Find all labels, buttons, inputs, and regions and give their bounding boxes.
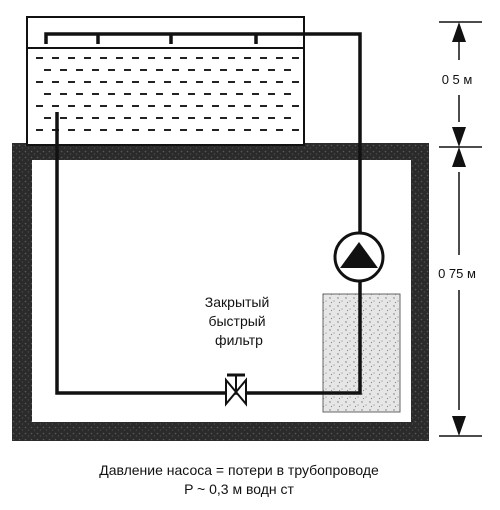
upper-tank [26, 16, 305, 146]
piping [44, 32, 362, 395]
arrow-icon [452, 22, 466, 436]
arrow-down-icon [452, 416, 466, 436]
arrow-up-icon [452, 22, 466, 42]
caption-line-2: P ~ 0,3 м водн ст [184, 481, 294, 497]
upper-height-label: 0 5 м [442, 72, 473, 87]
pump-icon [333, 231, 385, 283]
return-pipe [44, 32, 362, 237]
valve-icon [225, 373, 247, 407]
arrow-down-icon [452, 127, 466, 147]
arrow-up-icon [452, 147, 466, 167]
water-dashes [36, 57, 299, 131]
dimension-lines [439, 21, 482, 437]
caption-line-1: Давление насоса = потери в трубопроводе [99, 462, 379, 478]
lower-height-label: 0 75 м [438, 266, 476, 281]
filter-label: Закрытый быстрый фильтр [205, 294, 273, 348]
suction-pipe [55, 112, 362, 395]
